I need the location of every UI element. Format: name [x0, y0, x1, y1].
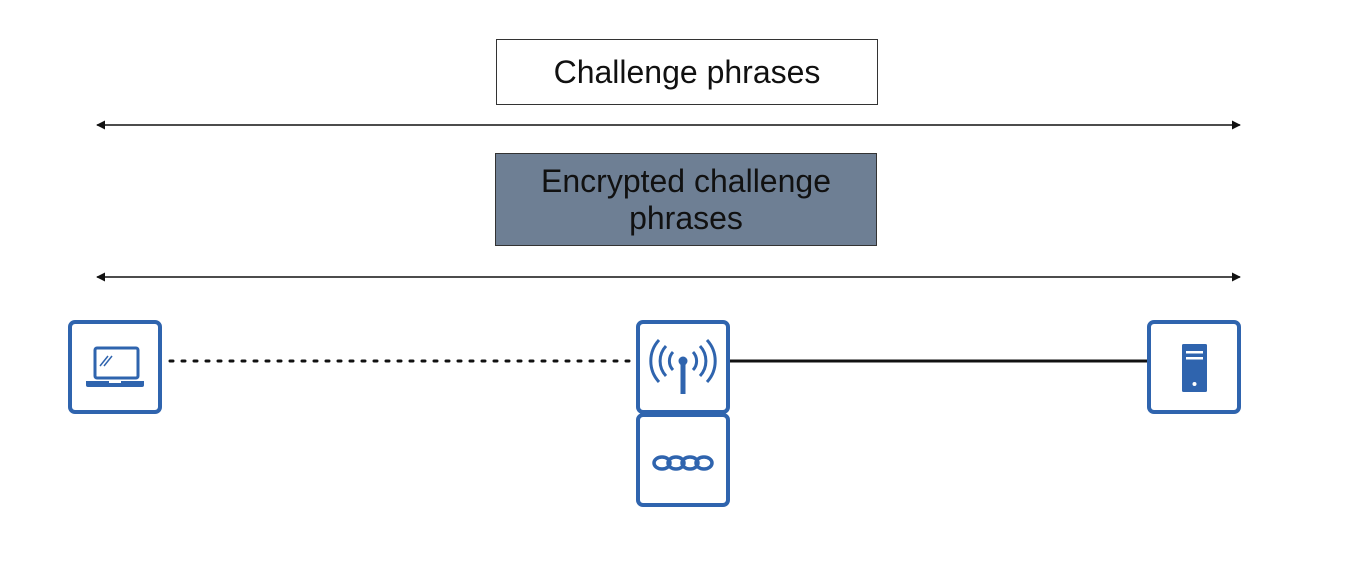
- server-tower-icon: [1182, 344, 1207, 392]
- chain-link-icon: [652, 455, 714, 471]
- server-node: [1147, 320, 1241, 414]
- encrypted-challenge-phrases-label-box: Encrypted challenge phrases: [495, 153, 877, 246]
- access-point-node: [636, 320, 730, 414]
- encrypted-challenge-phrases-label: Encrypted challenge phrases: [541, 162, 831, 236]
- laptop-icon: [86, 346, 144, 387]
- laptop-node: [68, 320, 162, 414]
- challenge-phrases-label: Challenge phrases: [553, 53, 821, 90]
- chain-node: [636, 413, 730, 507]
- challenge-phrases-label-box: Challenge phrases: [496, 39, 878, 105]
- wireless-antenna-icon: [649, 338, 717, 394]
